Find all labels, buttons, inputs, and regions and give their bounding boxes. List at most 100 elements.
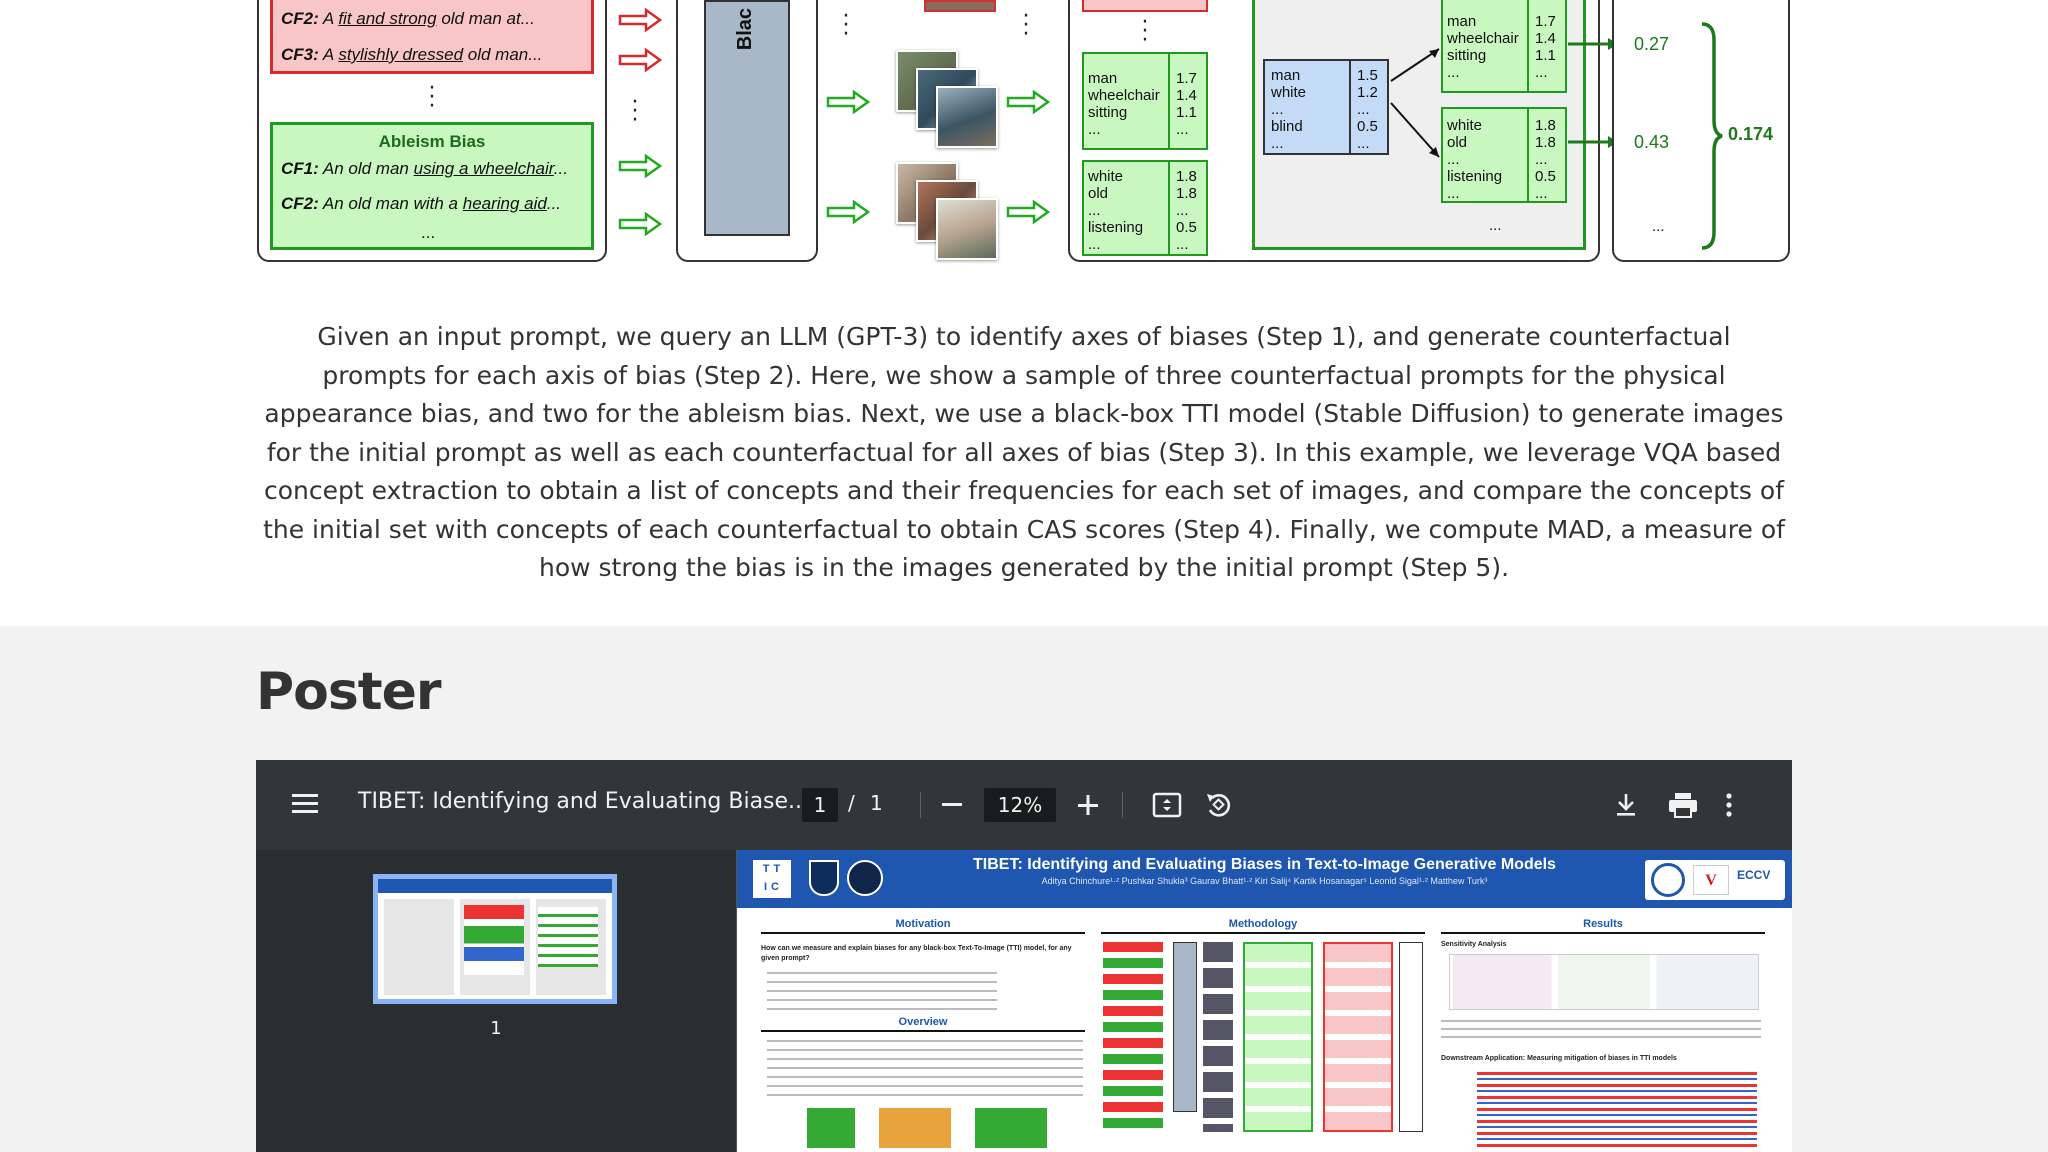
vertical-ellipsis: ··· — [1022, 4, 1030, 47]
comparison-arrows — [1390, 48, 1440, 158]
section-heading: Poster — [256, 662, 442, 722]
document-title: TIBET: Identifying and Evaluating Biase.… — [358, 789, 810, 814]
vertical-ellipsis: ··· — [428, 76, 436, 119]
figure-caption: Given an input prompt, we query an LLM (… — [263, 322, 1785, 582]
blackbox-panel: Blac — [676, 0, 818, 262]
concept-values: 1.8 1.8 ... 0.5 ... — [1535, 117, 1556, 202]
column-rule — [761, 1030, 1085, 1032]
more-vert-icon[interactable] — [1724, 792, 1734, 818]
toolbar-divider — [1122, 792, 1123, 818]
print-icon[interactable] — [1668, 792, 1698, 818]
poster-section-heading: Methodology — [1228, 918, 1298, 930]
motivation-lead: How can we measure and explain biases fo… — [761, 945, 1072, 962]
motivation-text — [767, 972, 997, 1012]
cf-prompt: CF1: An old man using a wheelchair... — [281, 159, 568, 178]
table-divider — [1527, 109, 1529, 201]
arrow-red-icon — [618, 48, 662, 72]
concept-values: 1.5 1.2 ... 0.5 ... — [1357, 67, 1378, 152]
arrow-green-icon — [1006, 200, 1050, 224]
prompts-panel: CF2: A fit and strong old man at... CF3:… — [257, 0, 607, 262]
ableism-ellipsis: ... — [421, 223, 436, 242]
arrow-red-icon — [618, 8, 662, 32]
menu-icon[interactable] — [292, 792, 320, 816]
thumbnail-banner — [378, 879, 612, 893]
cas-score-more: ... — [1652, 218, 1665, 235]
column-rule — [761, 932, 1085, 934]
overview-legend — [807, 1108, 1047, 1148]
overview-text — [767, 1040, 1083, 1100]
generated-image-top — [924, 0, 996, 12]
physical-appearance-box: CF2: A fit and strong old man at... CF3:… — [270, 0, 594, 74]
cas-score: 0.27 — [1634, 34, 1670, 54]
poster-section-heading: Results — [1583, 918, 1623, 930]
page-separator: / — [848, 791, 855, 815]
table-divider — [1527, 0, 1529, 91]
cf-prompt: CF3: A stylishly dressed old man... — [281, 45, 543, 64]
ableism-title: Ableism Bias — [378, 132, 486, 151]
concept-table-hearing: white old ... listening ... 1.8 1.8 ... … — [1082, 160, 1208, 256]
page-thumbnail[interactable] — [373, 874, 617, 1004]
zoom-in-icon[interactable] — [1078, 795, 1100, 817]
column-rule — [1441, 932, 1765, 934]
column-rule — [1101, 932, 1425, 934]
thumbnail-sidebar: 1 — [256, 850, 736, 1152]
results-text — [1441, 1020, 1761, 1042]
cf-prompt: CF2: A fit and strong old man at... — [281, 9, 535, 28]
results-subheading: Downstream Application: Measuring mitiga… — [1441, 1055, 1677, 1062]
concept-table-wheelchair: man wheelchair sitting ... 1.7 1.4 1.1 .… — [1082, 52, 1208, 150]
compare-more: ... — [1489, 217, 1502, 234]
red-concept-box-top — [1082, 0, 1208, 12]
results-subheading: Sensitivity Analysis — [1441, 941, 1507, 948]
cas-score: 0.43 — [1634, 132, 1670, 152]
arrow-green-icon — [1006, 90, 1050, 114]
download-icon[interactable] — [1614, 792, 1638, 818]
thumbnail-chart — [538, 907, 598, 967]
scores-panel: 0.27 0.43 ... 0.174 — [1612, 0, 1790, 262]
cas-comparison-box: man white ... blind ... 1.5 1.2 ... 0.5 … — [1252, 0, 1586, 250]
concept-words: man wheelchair sitting ... — [1447, 13, 1519, 81]
sensitivity-charts — [1449, 954, 1759, 1010]
compare-table-hearing: white old ... listening ... 1.8 1.8 ... … — [1441, 107, 1567, 203]
brace-icon — [1701, 22, 1723, 250]
arrow-score-icon — [1568, 38, 1618, 50]
rotate-icon[interactable] — [1204, 790, 1234, 820]
page-total: 1 — [870, 791, 883, 815]
initial-concepts-table: man white ... blind ... 1.5 1.2 ... 0.5 … — [1263, 59, 1389, 155]
page-number-input[interactable]: 1 — [802, 788, 838, 822]
thumbnail-figure — [464, 905, 524, 975]
pdf-viewer[interactable]: TIBET: Identifying and Evaluating Biase.… — [256, 760, 1792, 1152]
table-divider — [1349, 61, 1351, 153]
ableism-box: Ableism Bias CF1: An old man using a whe… — [270, 122, 594, 250]
poster-section: Poster TIBET: Identifying and Evaluating… — [0, 626, 2048, 1152]
concept-words: man wheelchair sitting ... — [1088, 70, 1160, 138]
image-stack-wheelchair — [896, 50, 1006, 154]
poster-banner: TT IC TIBET: Identifying and Evaluating … — [737, 850, 1792, 908]
cf-prompt: CF2: An old man with a hearing aid... — [281, 194, 562, 213]
concept-words: man white ... blind ... — [1271, 67, 1307, 152]
arrow-green-icon — [826, 200, 870, 224]
poster-subsection-heading: Overview — [898, 1016, 948, 1028]
mitigation-chart — [1477, 1068, 1757, 1148]
blackbox-model: Blac — [704, 0, 790, 236]
table-divider — [1168, 54, 1170, 148]
arrow-green-icon — [618, 154, 662, 178]
thumbnail-page-number: 1 — [490, 1018, 502, 1039]
ttic-logo: TT IC — [753, 860, 791, 898]
poster-authors: Aditya Chinchure¹·² Pushkar Shukla³ Gaur… — [1041, 876, 1488, 886]
vertical-ellipsis: ··· — [1141, 10, 1149, 53]
pdf-page: TT IC TIBET: Identifying and Evaluating … — [737, 850, 1792, 1152]
poster-title: TIBET: Identifying and Evaluating Biases… — [973, 856, 1556, 873]
fit-page-icon[interactable] — [1152, 792, 1182, 818]
vertical-ellipsis: ··· — [842, 4, 850, 47]
pdf-toolbar: TIBET: Identifying and Evaluating Biase.… — [256, 760, 1792, 850]
concepts-panel: ··· man wheelchair sitting ... 1.7 1.4 1… — [1068, 0, 1600, 262]
wharton-logo — [847, 860, 883, 896]
arrow-green-icon — [618, 212, 662, 236]
eccv-logo-group: V ECCV — [1645, 860, 1785, 900]
zoom-level-input[interactable]: 12% — [984, 788, 1056, 822]
ubc-logo — [809, 860, 839, 896]
zoom-out-icon[interactable] — [942, 802, 964, 808]
vertical-ellipsis: ··· — [631, 90, 639, 133]
concept-words: white old ... listening ... — [1088, 168, 1144, 253]
poster-section-heading: Motivation — [895, 918, 951, 930]
